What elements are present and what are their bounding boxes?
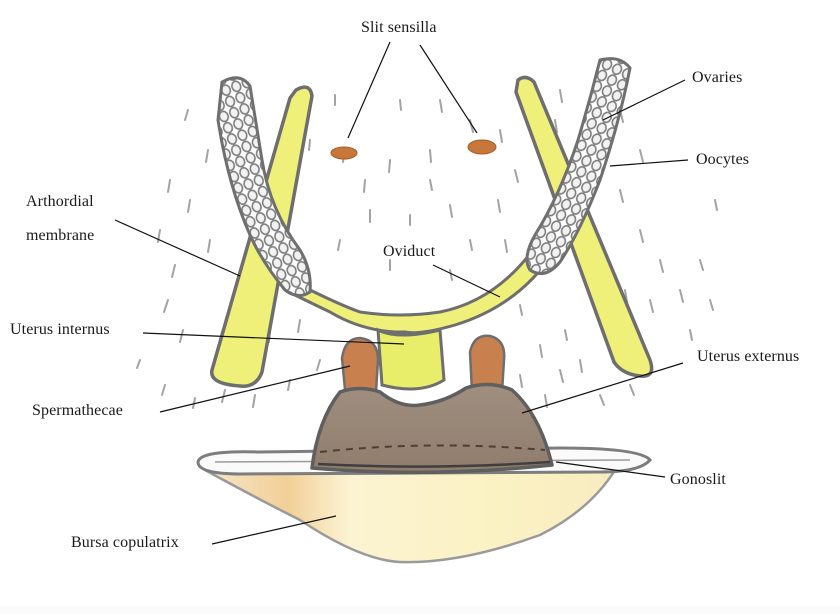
label-oocytes: Oocytes: [696, 151, 750, 168]
right-ovary: [525, 57, 632, 276]
label-arthrodial-line2: membrane: [26, 227, 95, 244]
label-spermathecae: Spermathecae: [32, 402, 123, 419]
label-oviduct: Oviduct: [383, 243, 436, 260]
label-uterus-internus: Uterus internus: [10, 321, 110, 338]
uterus-externus: [310, 382, 554, 475]
spermatheca-left: [340, 336, 380, 402]
slit-sensillum-right: [467, 139, 497, 155]
leader-lines: [114, 41, 689, 545]
left-ovary: [216, 76, 312, 297]
uterus-internus: [376, 327, 446, 391]
label-slit-sensilla: Slit sensilla: [361, 19, 437, 36]
bursa-copulatrix: [204, 468, 618, 564]
slit-sensillum-left: [330, 146, 358, 160]
oviduct: [292, 237, 558, 335]
bottom-strip: [0, 606, 840, 614]
label-uterus-externus: Uterus externus: [697, 348, 800, 365]
spermatheca-right: [468, 334, 506, 394]
label-ovaries: Ovaries: [692, 69, 743, 86]
label-bursa-copulatrix: Bursa copulatrix: [71, 534, 179, 551]
label-arthrodial-line1: Arthordial: [26, 193, 94, 210]
label-gonoslit: Gonoslit: [670, 471, 726, 488]
